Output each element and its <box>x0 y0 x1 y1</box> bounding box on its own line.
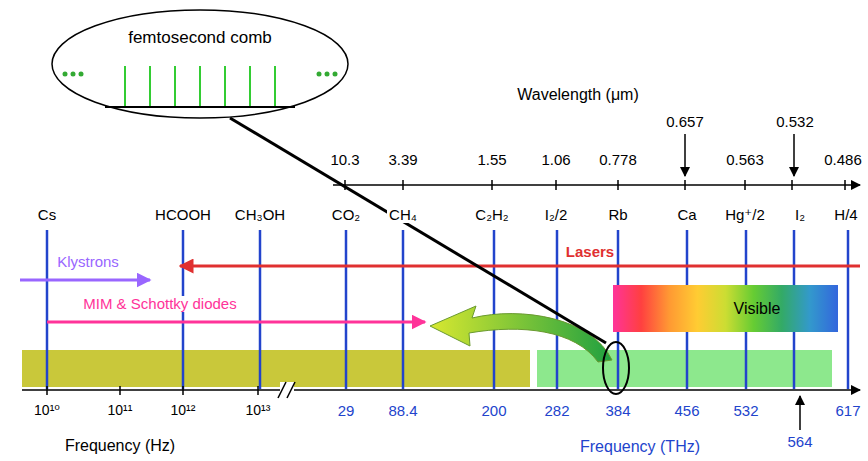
axis-label: Rb <box>606 207 629 224</box>
axis-label: 10¹⁰ <box>32 403 62 418</box>
axis-label: 3.39 <box>386 152 419 169</box>
leader-line <box>230 118 606 343</box>
wavelength-axis <box>333 134 860 190</box>
axis-label: 0.778 <box>597 152 639 169</box>
node-text: Visible <box>734 300 781 318</box>
axis-label: Wavelength (μm) <box>515 86 641 104</box>
frequency-axis <box>22 386 860 430</box>
axis-label: Lasers <box>564 244 616 261</box>
axis-label: CH₃OH <box>233 207 287 224</box>
axis-label: 29 <box>336 403 357 420</box>
axis-label: H/4 <box>832 207 859 224</box>
axis-label: 1.06 <box>539 152 572 169</box>
axis-label: 10.3 <box>328 152 361 169</box>
rf-band <box>22 350 530 387</box>
axis-label: 532 <box>731 403 760 420</box>
axis-label: 384 <box>603 403 632 420</box>
node-text: femtosecond comb <box>128 28 272 48</box>
visible-band: Visible <box>613 285 838 332</box>
klystrons-arrow <box>20 279 150 282</box>
axis-label: 10¹³ <box>244 403 273 418</box>
axis-label: 10¹² <box>169 403 198 418</box>
axis-label: 1.55 <box>475 152 508 169</box>
axis-label: 0.657 <box>664 114 706 131</box>
axis-label: 456 <box>672 403 701 420</box>
axis-label: 617 <box>833 403 862 420</box>
reference-lines <box>47 230 848 389</box>
diodes-arrow <box>47 321 425 324</box>
axis-label: 0.532 <box>774 114 816 131</box>
transfer-arrow <box>430 306 612 362</box>
lasers-arrow <box>180 265 860 268</box>
axis-label: 0.486 <box>822 152 864 169</box>
axis-break <box>278 382 295 398</box>
zoom-ellipse <box>603 342 629 394</box>
axis-label: Ca <box>675 207 698 224</box>
axis-label: Hg⁺/2 <box>723 207 767 224</box>
axis-label: HCOOH <box>153 207 213 224</box>
axis-label: 0.563 <box>724 152 766 169</box>
axis-label: Cs <box>36 207 58 224</box>
axis-label: 10¹¹ <box>106 403 135 418</box>
axis-label: 282 <box>542 403 571 420</box>
axis-label: 200 <box>479 403 508 420</box>
axis-label: MIM & Schottky diodes <box>81 296 238 313</box>
axis-label: CH₄ <box>387 207 419 224</box>
axis-label: I₂ <box>793 207 807 224</box>
axis-label: CO₂ <box>330 207 362 224</box>
axis-label: 88.4 <box>386 403 419 420</box>
visible-gradient <box>613 285 838 332</box>
optical-band <box>537 350 832 387</box>
axis-label: 564 <box>785 434 814 451</box>
axis-label: C₂H₂ <box>473 207 510 224</box>
axis-label: Klystrons <box>55 254 121 271</box>
comb-ellipse: femtosecond comb <box>50 8 350 120</box>
axis-label: Frequency (Hz) <box>63 437 177 455</box>
ellipse-outline <box>50 8 350 120</box>
axis-label: Frequency (THz) <box>578 438 702 456</box>
axis-label: I₂/2 <box>543 207 570 224</box>
